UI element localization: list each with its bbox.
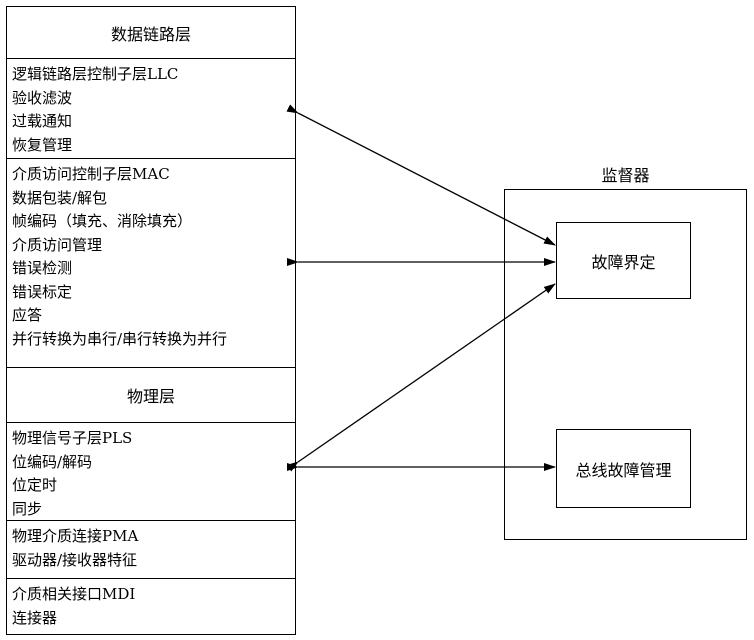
llc-lines: 逻辑链路层控制子层LLC 验收滤波 过载通知 恢复管理 <box>7 59 295 157</box>
mac-line: 应答 <box>12 306 43 324</box>
mac-line: 数据包装/解包 <box>12 188 108 207</box>
llc-sublayer-section: 逻辑链路层控制子层LLC 验收滤波 过载通知 恢复管理 <box>7 58 295 158</box>
pls-line: 物理信号子层PLS <box>12 429 133 447</box>
physical-layer-header: 物理层 <box>7 367 295 422</box>
mac-line: 并行转换为串行/串行转换为并行 <box>12 329 228 348</box>
fault-confinement-label: 故障界定 <box>591 252 656 272</box>
mac-line: 帧编码（填充、消除填充） <box>12 212 193 230</box>
llc-line: 恢复管理 <box>12 135 73 154</box>
mac-sublayer-section: 介质访问控制子层MAC 数据包装/解包 帧编码（填充、消除填充） 介质访问管理 … <box>7 158 295 367</box>
pls-line: 位定时 <box>12 476 58 494</box>
physical-layer-title: 物理层 <box>126 387 175 406</box>
pma-line: 驱动器/接收器特征 <box>12 550 138 569</box>
bus-fault-management-box: 总线故障管理 <box>556 429 691 508</box>
pma-line: 物理介质连接PMA <box>12 527 139 545</box>
mdi-lines: 介质相关接口MDI 连接器 <box>7 579 295 630</box>
bus-fault-management-label: 总线故障管理 <box>575 460 672 480</box>
llc-line: 验收滤波 <box>12 88 73 107</box>
pls-line: 位编码/解码 <box>12 452 93 471</box>
mac-line: 介质访问控制子层MAC <box>12 165 170 183</box>
data-link-layer-header: 数据链路层 <box>7 7 295 58</box>
llc-line: 逻辑链路层控制子层LLC <box>12 65 179 83</box>
mdi-line: 介质相关接口MDI <box>12 585 136 603</box>
mdi-line: 连接器 <box>12 608 58 627</box>
monitor-title: 监督器 <box>601 166 650 185</box>
pls-sublayer-section: 物理信号子层PLS 位编码/解码 位定时 同步 <box>7 422 295 520</box>
pls-lines: 物理信号子层PLS 位编码/解码 位定时 同步 <box>7 423 295 521</box>
llc-line: 过载通知 <box>12 112 73 130</box>
fault-confinement-box: 故障界定 <box>556 222 691 299</box>
pma-sublayer-section: 物理介质连接PMA 驱动器/接收器特征 <box>7 520 295 578</box>
arrow-llc-to-fault-confinement <box>286 104 556 246</box>
data-link-layer-title: 数据链路层 <box>110 24 191 44</box>
mac-line: 错误标定 <box>12 282 73 301</box>
mdi-sublayer-section: 介质相关接口MDI 连接器 <box>7 578 295 634</box>
pls-line: 同步 <box>12 499 43 518</box>
mac-lines: 介质访问控制子层MAC 数据包装/解包 帧编码（填充、消除填充） 介质访问管理 … <box>7 159 295 351</box>
pma-lines: 物理介质连接PMA 驱动器/接收器特征 <box>7 521 295 572</box>
mac-line: 错误检测 <box>12 259 73 277</box>
protocol-layer-stack: 数据链路层 逻辑链路层控制子层LLC 验收滤波 过载通知 恢复管理 介质访问控制… <box>6 6 296 635</box>
mac-line: 介质访问管理 <box>12 235 103 254</box>
arrow-pls-to-fault-confinement <box>286 283 556 472</box>
